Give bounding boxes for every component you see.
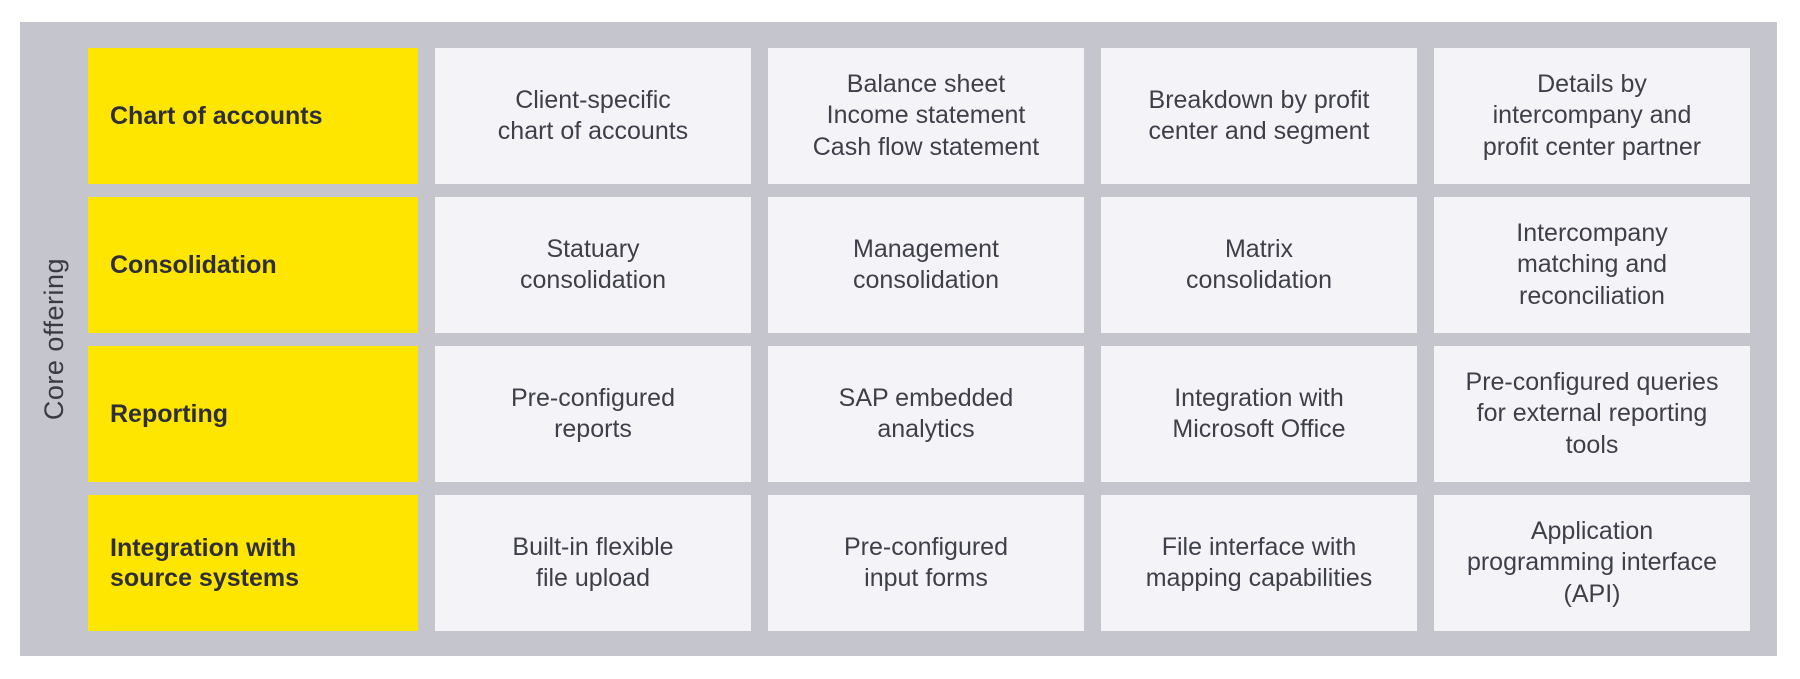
cell-integration-1: Built-in flexible file upload: [435, 495, 751, 631]
cell-reporting-2: SAP embedded analytics: [768, 346, 1084, 482]
cell-chart-of-accounts-2: Balance sheet Income statement Cash flow…: [768, 48, 1084, 184]
row-header-integration-with-source-systems: Integration with source systems: [88, 495, 418, 631]
offering-matrix: Chart of accounts Client-specific chart …: [88, 48, 1750, 631]
row-header-chart-of-accounts: Chart of accounts: [88, 48, 418, 184]
cell-chart-of-accounts-3: Breakdown by profit center and segment: [1101, 48, 1417, 184]
axis-label-container: Core offering: [20, 22, 88, 656]
cell-reporting-3: Integration with Microsoft Office: [1101, 346, 1417, 482]
cell-consolidation-4: Intercompany matching and reconciliation: [1434, 197, 1750, 333]
cell-integration-3: File interface with mapping capabilities: [1101, 495, 1417, 631]
row-header-reporting: Reporting: [88, 346, 418, 482]
core-offering-axis-label: Core offering: [38, 257, 69, 421]
cell-consolidation-1: Statuary consolidation: [435, 197, 751, 333]
cell-reporting-4: Pre-configured queries for external repo…: [1434, 346, 1750, 482]
cell-chart-of-accounts-1: Client-specific chart of accounts: [435, 48, 751, 184]
core-offering-panel: Core offering Chart of accounts Client-s…: [20, 22, 1777, 656]
cell-integration-4: Application programming interface (API): [1434, 495, 1750, 631]
cell-chart-of-accounts-4: Details by intercompany and profit cente…: [1434, 48, 1750, 184]
cell-integration-2: Pre-configured input forms: [768, 495, 1084, 631]
row-header-consolidation: Consolidation: [88, 197, 418, 333]
cell-consolidation-3: Matrix consolidation: [1101, 197, 1417, 333]
cell-reporting-1: Pre-configured reports: [435, 346, 751, 482]
cell-consolidation-2: Management consolidation: [768, 197, 1084, 333]
